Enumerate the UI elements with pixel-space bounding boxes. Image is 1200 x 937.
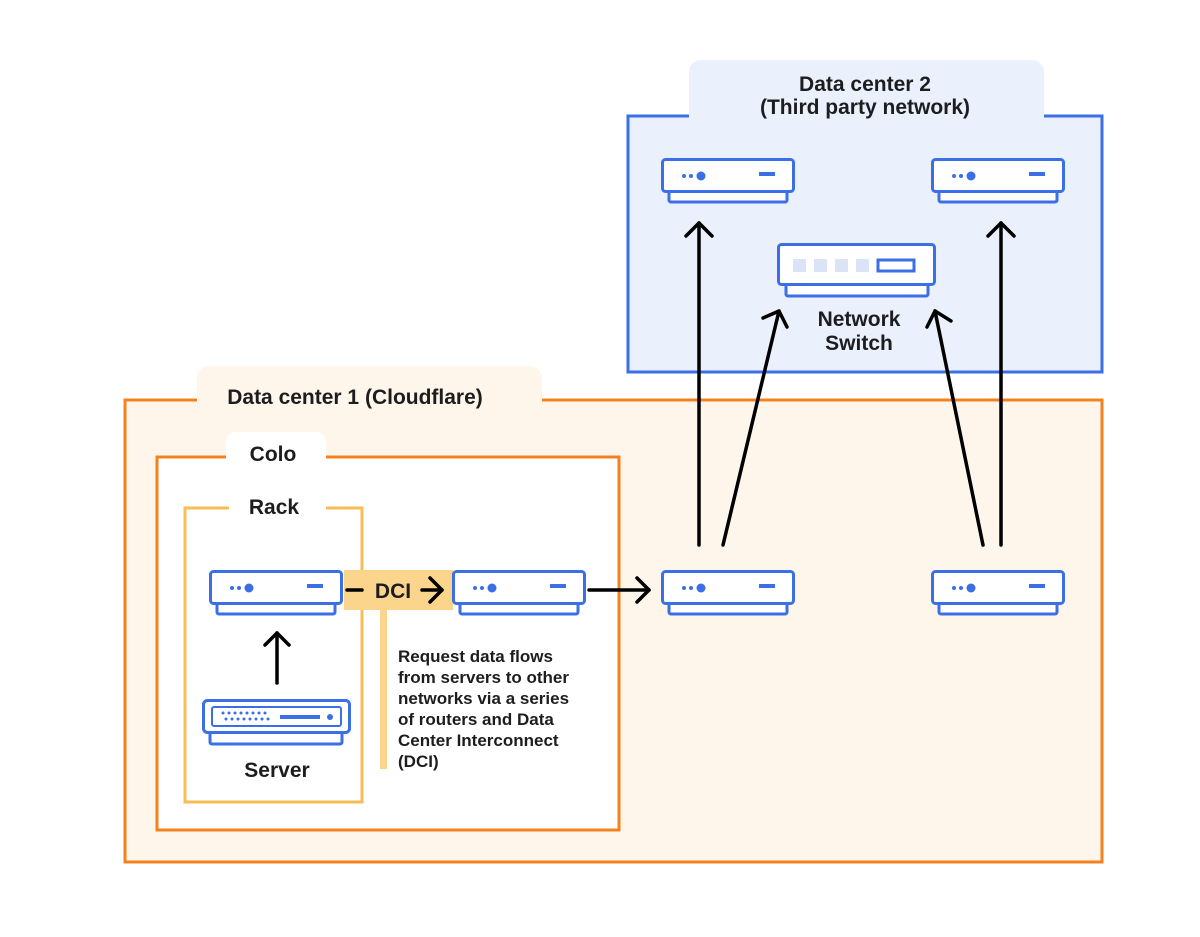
- data-center-2-title: Data center 2: [799, 73, 931, 96]
- network-switch-icon: [777, 243, 936, 298]
- server-icon: [202, 699, 351, 746]
- note-line: of routers and Data: [398, 710, 554, 729]
- server-label: Server: [244, 759, 309, 782]
- note-line: from servers to other: [398, 668, 569, 687]
- note-line: (DCI): [398, 752, 439, 771]
- arrow-dci: [345, 576, 444, 604]
- arrow-edge-right-to-switch: [925, 309, 985, 547]
- arrow-edge-left-to-dc2-left: [684, 221, 714, 547]
- arrow-colo-to-edge: [587, 576, 651, 604]
- rack-box: Rack: [183, 485, 364, 804]
- router-icon: [661, 158, 795, 204]
- note-line: networks via a series: [398, 689, 569, 708]
- note-text: Request data flows from servers to other…: [398, 647, 569, 771]
- router-icon: [452, 570, 586, 616]
- arrow-server-to-router: [263, 631, 291, 685]
- data-center-2-subtitle: (Third party network): [760, 96, 970, 119]
- flow-arrows: [263, 221, 1016, 685]
- router-icon: [209, 570, 343, 616]
- dci-label: DCI: [375, 580, 411, 603]
- rack-title: Rack: [249, 496, 300, 519]
- note-line: Center Interconnect: [398, 731, 559, 750]
- colo-title: Colo: [250, 443, 297, 466]
- router-icon: [661, 570, 795, 616]
- network-switch-label: Network: [818, 308, 901, 331]
- network-switch-label: Switch: [825, 332, 893, 355]
- router-icon: [931, 158, 1065, 204]
- arrow-edge-left-to-switch: [721, 309, 789, 547]
- router-icon: [931, 570, 1065, 616]
- data-center-1-title: Data center 1 (Cloudflare): [227, 386, 483, 409]
- arrow-edge-right-to-dc2-right: [986, 221, 1016, 547]
- note-line: Request data flows: [398, 647, 553, 666]
